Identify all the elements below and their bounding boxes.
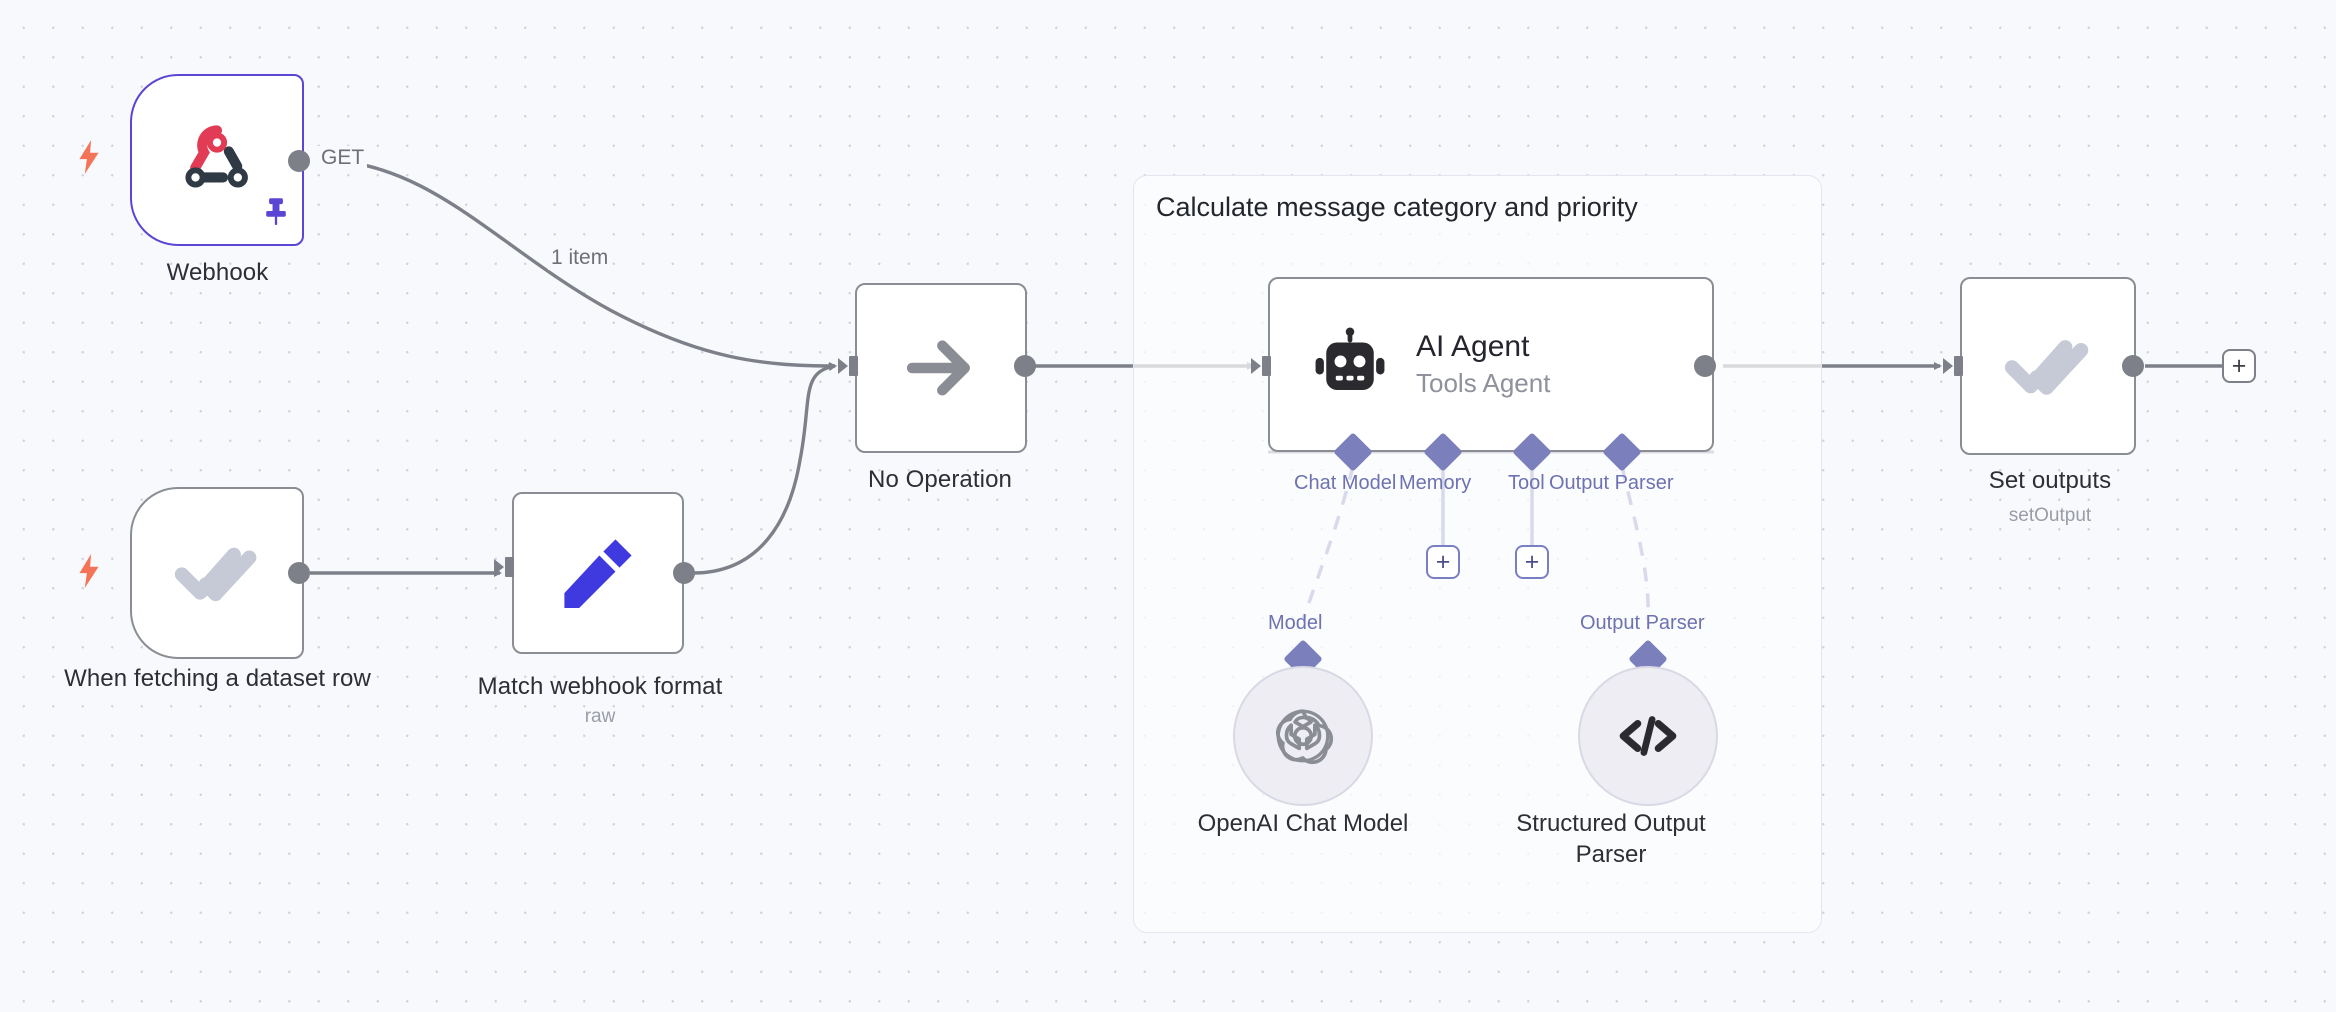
trigger-bolt-icon-2 xyxy=(76,554,102,588)
ai-agent-input-arrow xyxy=(1249,352,1277,380)
node-match-webhook-format[interactable] xyxy=(512,492,684,654)
pin-icon[interactable] xyxy=(262,196,290,226)
connector-label-chat-model: Chat Model xyxy=(1294,472,1397,494)
node-openai-chat-model[interactable] xyxy=(1233,666,1373,806)
ai-agent-subtitle: Tools Agent xyxy=(1416,368,1551,398)
edge-item-count-label: 1 item xyxy=(548,246,612,270)
node-ai-agent[interactable]: AI Agent Tools Agent xyxy=(1268,277,1714,452)
sub-connector-label-model: Model xyxy=(1268,612,1323,634)
set-outputs-output-dot[interactable] xyxy=(2122,355,2144,377)
sub-connector-label-output-parser: Output Parser xyxy=(1580,612,1705,634)
robot-icon xyxy=(1315,326,1385,390)
double-check-icon xyxy=(174,547,257,602)
add-node-button[interactable]: + xyxy=(2222,349,2256,383)
noop-output-dot[interactable] xyxy=(1014,355,1036,377)
node-no-operation[interactable] xyxy=(855,283,1027,453)
ai-agent-output-dot[interactable] xyxy=(1694,355,1716,377)
node-structured-output-parser[interactable] xyxy=(1578,666,1718,806)
add-tool-button[interactable]: + xyxy=(1515,545,1549,579)
double-check-icon-2 xyxy=(2004,340,2089,395)
dataset-output-dot[interactable] xyxy=(288,562,310,584)
match-output-dot[interactable] xyxy=(673,562,695,584)
connector-label-tool: Tool xyxy=(1508,472,1545,494)
arrow-right-icon xyxy=(906,340,970,396)
node-label-openai-chat-model: OpenAI Chat Model xyxy=(1197,810,1409,837)
trigger-bolt-icon xyxy=(76,140,102,174)
node-label-structured-output-parser: Structured Output Parser xyxy=(1516,810,1706,869)
connector-label-output-parser: Output Parser xyxy=(1549,472,1674,494)
match-input-arrow xyxy=(492,553,520,581)
node-set-outputs[interactable] xyxy=(1960,277,2136,455)
noop-input-arrow xyxy=(836,352,864,380)
code-brackets-icon xyxy=(1619,716,1677,756)
node-subtitle-set-outputs: setOutput xyxy=(2008,505,2092,526)
connector-label-memory: Memory xyxy=(1399,472,1472,494)
edge-label-get: GET xyxy=(318,146,368,170)
openai-icon xyxy=(1275,709,1334,765)
webhook-icon xyxy=(185,125,248,188)
pencil-icon xyxy=(564,539,632,608)
node-label-match-webhook-format: Match webhook format xyxy=(477,673,723,700)
add-memory-button[interactable]: + xyxy=(1426,545,1460,579)
agent-group-title: Calculate message category and priority xyxy=(1156,192,1638,222)
node-label-webhook: Webhook xyxy=(166,259,269,286)
node-subtitle-match-webhook-format: raw xyxy=(584,706,616,727)
set-outputs-input-arrow xyxy=(1941,352,1969,380)
node-label-no-operation: No Operation xyxy=(868,466,1012,493)
ai-agent-title: AI Agent xyxy=(1416,330,1530,363)
node-label-when-fetching-dataset-row: When fetching a dataset row xyxy=(64,665,371,692)
webhook-output-dot[interactable] xyxy=(288,150,310,172)
node-when-fetching-dataset-row[interactable] xyxy=(130,487,304,659)
node-label-set-outputs: Set outputs xyxy=(1988,467,2112,494)
